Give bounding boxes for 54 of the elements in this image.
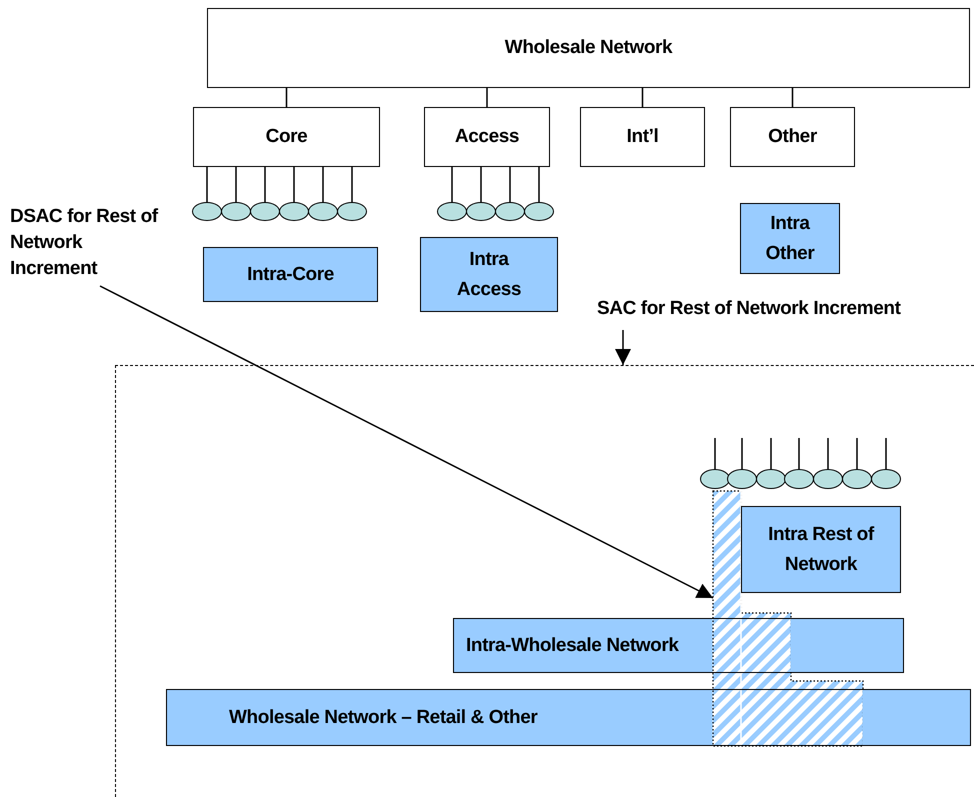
oval-node bbox=[813, 469, 843, 489]
connector-line bbox=[286, 88, 288, 107]
oval-node bbox=[756, 469, 786, 489]
network-box: Core bbox=[193, 107, 380, 167]
category-box: Intra-Wholesale Network bbox=[453, 618, 904, 673]
connector-line bbox=[642, 88, 644, 107]
connector-line bbox=[798, 438, 800, 469]
network-box: Wholesale Network bbox=[207, 8, 970, 88]
oval-node bbox=[524, 202, 554, 221]
arrow bbox=[615, 330, 631, 365]
oval-node bbox=[700, 469, 730, 489]
oval-node bbox=[337, 202, 367, 221]
connector-line bbox=[351, 167, 353, 202]
oval-node bbox=[308, 202, 338, 221]
category-box: Intra Rest of Network bbox=[741, 506, 901, 593]
annotation-text: SAC for Rest of Network Increment bbox=[597, 296, 942, 322]
oval-node bbox=[192, 202, 222, 221]
connector-line bbox=[486, 88, 488, 107]
oval-node bbox=[221, 202, 251, 221]
connector-line bbox=[480, 167, 482, 202]
category-box: Intra Other bbox=[740, 203, 840, 274]
connector-line bbox=[770, 438, 772, 469]
arrow bbox=[100, 285, 714, 599]
oval-node bbox=[250, 202, 280, 221]
category-box: Intra-Core bbox=[203, 247, 378, 302]
connector-line bbox=[206, 167, 208, 202]
oval-node bbox=[466, 202, 496, 221]
connector-line bbox=[322, 167, 324, 202]
connector-line bbox=[714, 438, 716, 469]
connector-line bbox=[741, 438, 743, 469]
connector-line bbox=[827, 438, 829, 469]
oval-node bbox=[495, 202, 525, 221]
connector-line bbox=[885, 438, 887, 469]
connector-line bbox=[451, 167, 453, 202]
oval-node bbox=[437, 202, 467, 221]
network-box: Other bbox=[730, 107, 855, 167]
dashed-boundary-box bbox=[115, 365, 974, 797]
oval-node bbox=[842, 469, 872, 489]
network-box: Access bbox=[424, 107, 550, 167]
connector-line bbox=[792, 88, 794, 107]
annotation-text: DSAC for Rest of Network Increment bbox=[10, 198, 170, 288]
connector-line bbox=[293, 167, 295, 202]
oval-node bbox=[871, 469, 901, 489]
connector-line bbox=[235, 167, 237, 202]
category-box: Wholesale Network – Retail & Other bbox=[166, 689, 971, 746]
connector-line bbox=[509, 167, 511, 202]
connector-line bbox=[856, 438, 858, 469]
network-box: Int’l bbox=[580, 107, 705, 167]
category-box: Intra Access bbox=[420, 237, 558, 312]
oval-node bbox=[784, 469, 814, 489]
connector-line bbox=[538, 167, 540, 202]
connector-line bbox=[264, 167, 266, 202]
oval-node bbox=[279, 202, 309, 221]
oval-node bbox=[727, 469, 757, 489]
